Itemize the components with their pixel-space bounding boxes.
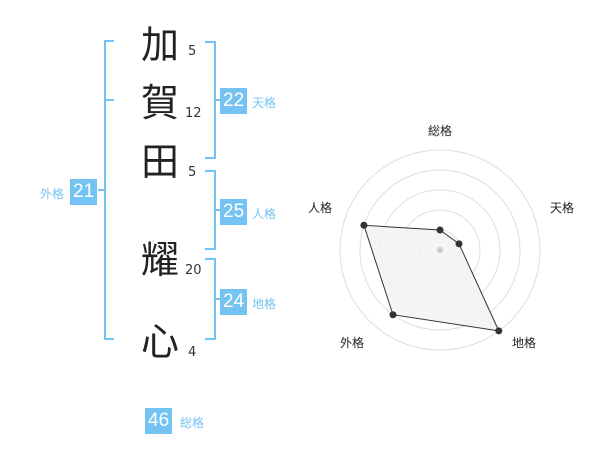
name-char-2: 賀 [140, 81, 179, 125]
radar-point-1 [436, 226, 444, 234]
radar-axis-label-5: 人格 [308, 200, 332, 215]
name-char-1: 加 [140, 23, 179, 67]
radar-data-area [363, 224, 500, 332]
stroke-count-5: 4 [188, 345, 197, 360]
gaikaku-label: 外格 [40, 187, 65, 201]
tenkaku-bracket [205, 41, 216, 159]
radar-point-3 [495, 327, 503, 335]
tenkaku-label: 天格 [252, 96, 277, 110]
stroke-count-3: 5 [188, 165, 197, 180]
soukaku-label: 総格 [180, 416, 205, 430]
radar-point-2 [455, 240, 463, 248]
radar-axis-label-4: 外格 [340, 335, 364, 350]
gaikaku-bracket [104, 40, 114, 340]
name-char-3: 田 [140, 140, 179, 184]
jinkaku-bracket [205, 170, 216, 250]
radar-axis-label-2: 天格 [550, 200, 574, 215]
tenkaku-value-badge: 22 [220, 88, 248, 114]
radar-point-5 [360, 221, 368, 229]
radar-axis-label-3: 地格 [512, 335, 536, 350]
tenkaku-connector [216, 99, 222, 101]
gaikaku-connector [98, 189, 104, 191]
jinkaku-value-badge: 25 [220, 199, 248, 225]
name-char-5: 心 [140, 320, 179, 364]
radar-center-dot [437, 247, 443, 253]
name-char-4: 耀 [140, 238, 179, 282]
stroke-count-2: 12 [185, 106, 202, 121]
soukaku-value-badge: 46 [145, 408, 173, 434]
radar-axis-label-1: 総格 [428, 123, 452, 138]
jinkaku-label: 人格 [252, 207, 277, 221]
jinkaku-connector [216, 209, 222, 211]
stroke-count-4: 20 [185, 263, 202, 278]
chikaku-connector [216, 298, 222, 300]
stroke-count-1: 5 [188, 44, 197, 59]
gaikaku-tick-upper [106, 99, 114, 101]
chikaku-bracket [205, 258, 216, 340]
radar-point-4 [389, 311, 397, 319]
gaikaku-value-badge: 21 [70, 179, 98, 205]
chikaku-value-badge: 24 [220, 289, 248, 315]
chikaku-label: 地格 [252, 297, 277, 311]
